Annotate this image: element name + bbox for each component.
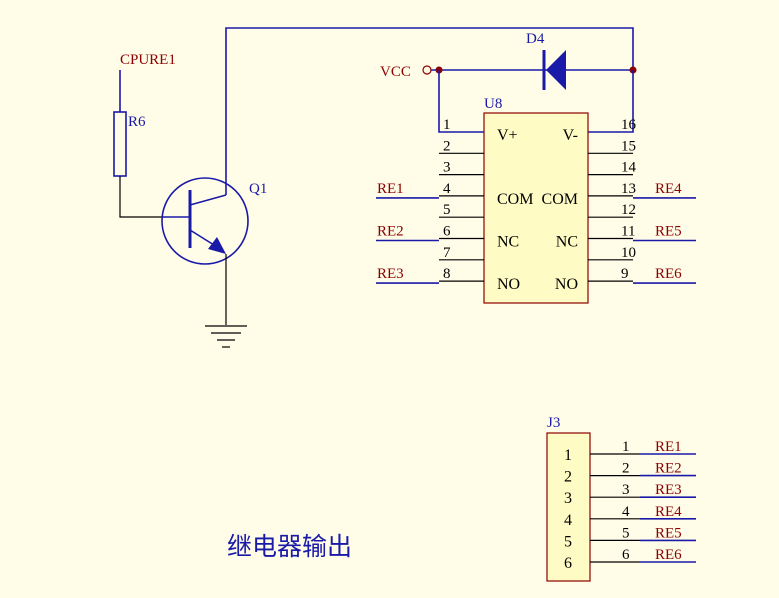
j3-inner-number: 5 <box>564 533 572 550</box>
transistor-q1 <box>161 177 249 265</box>
vplus-wire <box>438 70 484 133</box>
u8-left-pin-name: NO <box>497 276 520 293</box>
j3-net-label: RE3 <box>655 482 682 498</box>
u8-right-pin-name: NC <box>556 234 578 251</box>
u8-right-pin-number: 15 <box>621 138 636 154</box>
j3-pin-number: 4 <box>622 504 630 520</box>
vcc-port <box>422 65 432 75</box>
j3-net-label: RE1 <box>655 439 682 455</box>
diode-d4 <box>542 50 566 90</box>
j3-inner-number: 4 <box>564 512 572 529</box>
j3-pin-number: 3 <box>622 482 630 498</box>
u8-left-pin-number: 2 <box>443 138 451 154</box>
j3-pin-number: 5 <box>622 525 630 541</box>
u8-left-pin-number: 5 <box>443 202 451 218</box>
u8-left-pin-number: 6 <box>443 224 451 240</box>
u8-right-pin-name: COM <box>542 191 578 208</box>
u8-right-pin-number: 16 <box>621 117 637 133</box>
u8-left-pin-name: NC <box>497 234 519 251</box>
u8-body <box>483 112 589 304</box>
j3-net-label: RE6 <box>655 547 682 563</box>
vminus-wire <box>588 70 634 133</box>
u8-right-pin-number: 10 <box>621 245 636 261</box>
j3-body <box>546 432 591 582</box>
diagram-title: 继电器输出 <box>227 532 352 561</box>
u8-right-pin-number: 14 <box>621 160 637 176</box>
resistor-ref: R6 <box>128 114 146 130</box>
vcc-label: VCC <box>380 64 411 80</box>
u8-right-pin-name: V- <box>563 127 578 144</box>
collector-wire <box>225 27 634 195</box>
j3-pin-number: 2 <box>622 461 630 477</box>
u8-left-pin-number: 1 <box>443 117 451 133</box>
u8-right-net-label: RE4 <box>655 181 682 197</box>
u8-left-pin-number: 7 <box>443 245 451 261</box>
u8-left-net-label: RE2 <box>377 224 404 240</box>
u8-left-pin-number: 3 <box>443 160 451 176</box>
j3-net-label: RE2 <box>655 461 682 477</box>
u8-left-net-label: RE3 <box>377 266 404 282</box>
u8-left-pin-name: COM <box>497 191 533 208</box>
j3-inner-number: 1 <box>564 447 572 464</box>
u8-right-pin-name: NO <box>555 276 578 293</box>
cpu-net-label: CPURE1 <box>120 52 176 68</box>
resistor-r6 <box>113 111 127 177</box>
j3-net-label: RE5 <box>655 525 682 541</box>
u8-right-pin-number: 13 <box>621 181 636 197</box>
j3-pin-number: 6 <box>622 547 630 563</box>
u8-left-net-label: RE1 <box>377 181 404 197</box>
u8-right-pin-number: 9 <box>621 266 629 282</box>
j3-pin-number: 1 <box>622 439 630 455</box>
transistor-ref: Q1 <box>249 181 267 197</box>
j3-inner-number: 3 <box>564 490 572 507</box>
j3-inner-number: 2 <box>564 469 572 486</box>
u8-left-pin-number: 4 <box>443 181 451 197</box>
diode-ref: D4 <box>526 31 545 47</box>
u8-right-net-label: RE6 <box>655 266 682 282</box>
u8-left-pin-number: 8 <box>443 266 451 282</box>
u8-right-net-label: RE5 <box>655 224 682 240</box>
u8-left-pin-name: V+ <box>497 127 518 144</box>
j3-ref: J3 <box>547 415 560 431</box>
u8-right-pin-number: 12 <box>621 202 636 218</box>
base-wire <box>119 176 162 218</box>
ground-symbol <box>205 325 247 348</box>
j3-net-label: RE4 <box>655 504 682 520</box>
j3-inner-number: 6 <box>564 555 572 572</box>
u8-ref: U8 <box>484 96 502 112</box>
u8-right-pin-number: 11 <box>621 224 635 240</box>
